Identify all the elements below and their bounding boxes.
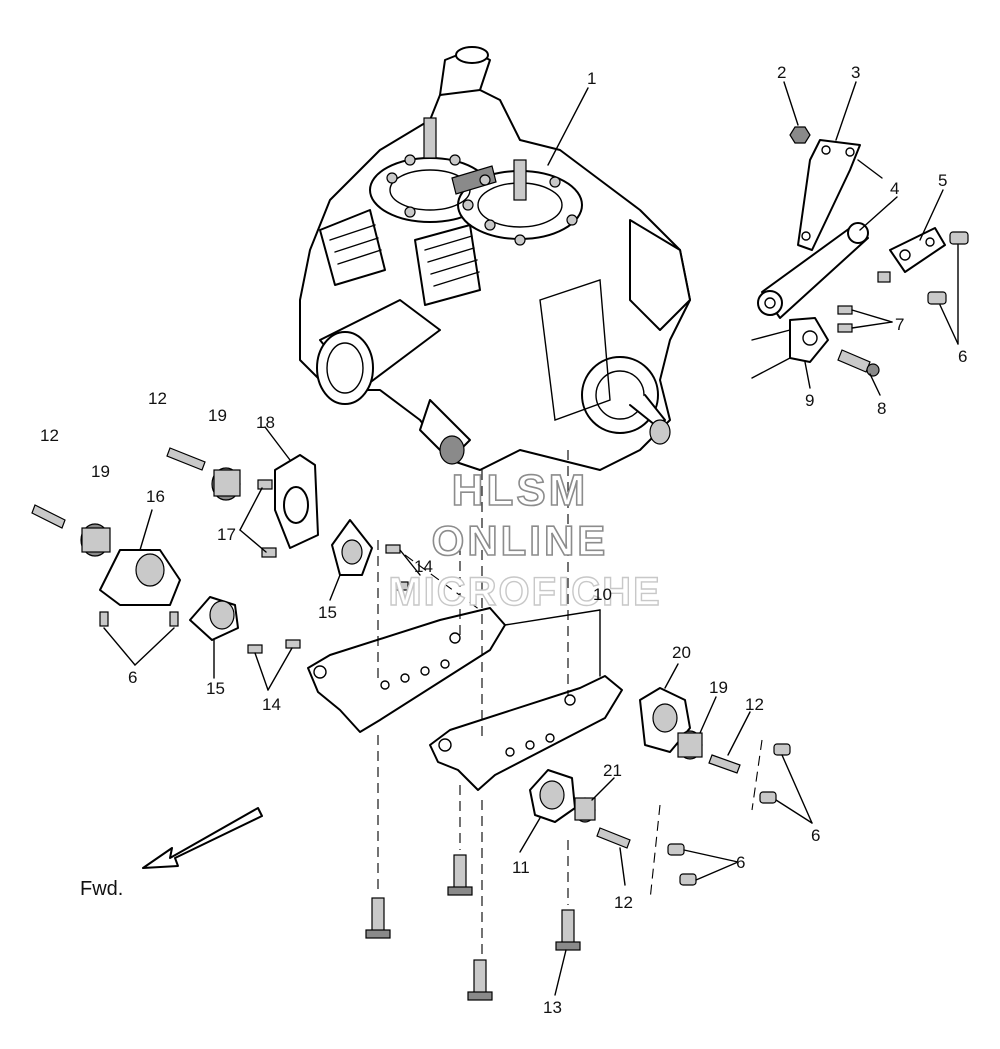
screws-part-7 — [837, 305, 853, 333]
pto-shaft-end — [439, 435, 465, 465]
water-pump-housing — [581, 356, 659, 434]
mount-bar-upper — [307, 607, 506, 733]
screws-part-6-lower — [667, 743, 791, 886]
screw-part-17-a — [257, 479, 273, 490]
spark-plug-right — [513, 159, 527, 201]
callout-9: 9 — [805, 391, 814, 410]
mount-bar-lower — [429, 675, 623, 791]
reed-cover-left — [319, 209, 386, 286]
reed-cover-right — [414, 224, 481, 306]
stud-part-14-a — [385, 544, 401, 554]
callout-11: 11 — [512, 858, 530, 877]
callout-16: 16 — [146, 487, 165, 506]
pin-part-12-upper — [166, 447, 206, 471]
nut-part-2 — [789, 126, 811, 144]
exhaust-port — [316, 331, 374, 405]
callout-8: 8 — [877, 399, 886, 418]
watermark-line-1: HLSM — [452, 466, 589, 515]
mount-bars-part-10 — [307, 607, 623, 791]
head-bolts — [386, 154, 578, 246]
center-lines — [377, 450, 763, 955]
callout-2: 2 — [777, 63, 786, 82]
screw-part-17-b — [261, 547, 277, 558]
engine-label-plate — [451, 165, 497, 195]
callout-21: 21 — [603, 761, 622, 780]
callout-19-left: 19 — [91, 462, 110, 481]
callout-12-far-left: 12 — [40, 426, 59, 445]
callout-19-upper: 19 — [208, 406, 227, 425]
callout-6-right: 6 — [811, 826, 820, 845]
callout-4: 4 — [890, 179, 899, 198]
watermark-line-2: ONLINE — [432, 517, 609, 564]
engine-assembly — [299, 46, 691, 471]
stud-part-14-b — [393, 581, 409, 591]
pin-part-12-right — [708, 754, 741, 774]
bolt-part-8 — [837, 349, 871, 373]
callout-20: 20 — [672, 643, 691, 662]
side-cover — [629, 219, 691, 331]
callout-12-right: 12 — [745, 695, 764, 714]
callout-14-upper: 14 — [414, 557, 433, 576]
callout-12-lower: 12 — [614, 893, 633, 912]
leader-lines — [103, 81, 959, 996]
center-mounts — [189, 519, 409, 654]
callout-5: 5 — [938, 171, 947, 190]
pump-shaft-end — [649, 419, 671, 445]
forward-arrow: Fwd. — [80, 807, 263, 900]
lower-right-mounts — [529, 687, 791, 886]
pin-part-12-lower — [596, 827, 631, 849]
callout-7: 7 — [895, 315, 904, 334]
callout-12-upper: 12 — [148, 389, 167, 408]
callout-numbers: 1 2 3 4 5 6 7 8 9 10 11 12 12 12 12 13 1… — [40, 63, 967, 1017]
plate-part-5 — [889, 227, 946, 273]
forward-label: Fwd. — [80, 878, 123, 900]
watermark-line-3: MICROFICHE — [388, 570, 661, 614]
callout-17: 17 — [217, 525, 236, 544]
upper-bracket-group — [757, 126, 969, 377]
callout-10: 10 — [593, 585, 612, 604]
block-part-9 — [789, 317, 829, 363]
callout-13: 13 — [543, 998, 562, 1017]
bracket-part-3 — [797, 139, 861, 251]
callout-6-lower: 6 — [736, 853, 745, 872]
callout-6-left: 6 — [128, 668, 137, 687]
spark-plug-left — [423, 117, 437, 159]
stud-part-14-d — [285, 639, 301, 649]
screws-part-6-upper — [877, 231, 969, 305]
callout-18: 18 — [256, 413, 275, 432]
callout-3: 3 — [851, 63, 860, 82]
callout-1: 1 — [587, 69, 596, 88]
forward-arrow-icon — [142, 807, 263, 869]
callout-6-upper: 6 — [958, 347, 967, 366]
left-mount-group — [31, 447, 319, 627]
callout-19-right: 19 — [709, 678, 728, 697]
watermark: HLSM ONLINE MICROFICHE — [388, 465, 661, 615]
stud-part-14-c — [247, 644, 263, 654]
callout-15-upper: 15 — [318, 603, 337, 622]
callout-14-lower: 14 — [262, 695, 281, 714]
pin-part-12-left — [31, 504, 66, 529]
callout-15-lower: 15 — [206, 679, 225, 698]
bolts-part-13 — [365, 854, 581, 1001]
